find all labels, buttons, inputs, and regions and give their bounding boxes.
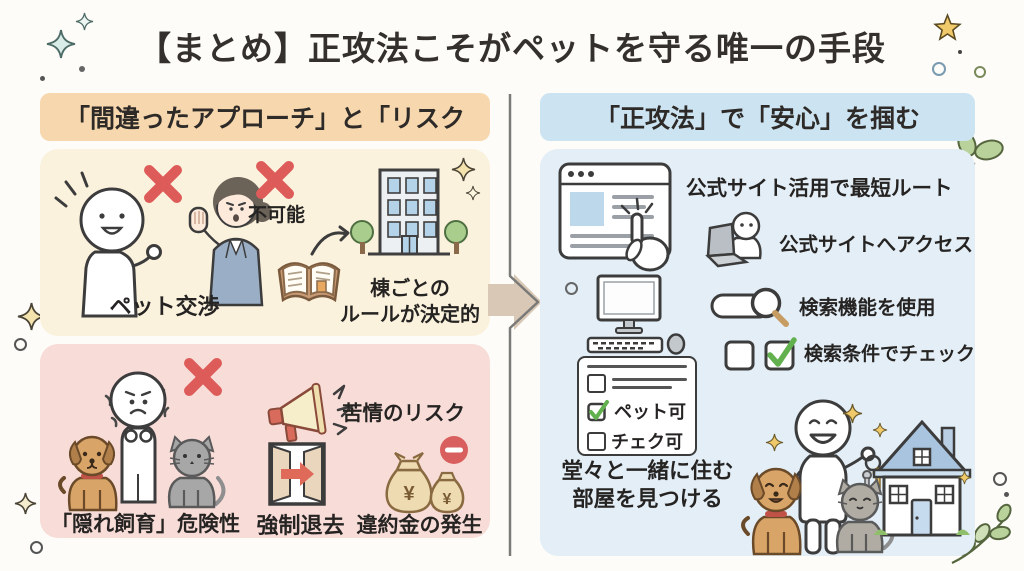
dot-decoration xyxy=(40,76,45,81)
sparkle-icon xyxy=(872,422,888,438)
checkbox-pair-icon xyxy=(724,337,797,371)
eviction-label: 強制退去 xyxy=(256,513,345,538)
conclusion-line1: 堂々と一緒に住む xyxy=(561,459,734,483)
checklist-row xyxy=(587,374,687,393)
page-title: 【まとめ】正攻法こそがペットを守る唯一の手段 xyxy=(138,30,886,67)
circle-decoration xyxy=(974,66,986,78)
agent-woman-icon xyxy=(188,177,272,307)
browser-window-icon xyxy=(558,162,672,272)
eviction-door-icon xyxy=(268,442,326,506)
circle-decoration xyxy=(565,282,578,295)
building-rules-line2: ルールが決定的 xyxy=(340,304,480,326)
step-conditions-label: 検索条件でチェック xyxy=(804,344,976,365)
yen-symbol: ¥ xyxy=(443,491,452,508)
checklist-lines xyxy=(612,378,687,389)
desktop-computer-icon xyxy=(586,274,686,355)
checkbox-empty-icon xyxy=(587,431,606,451)
step-access-label: 公式サイトへアクセス xyxy=(779,234,974,256)
sparkle-icon xyxy=(451,157,476,182)
cross-icon xyxy=(256,161,294,199)
hidden-keeping-label: 「隠れ飼育」危険性 xyxy=(51,513,240,536)
worried-person-icon xyxy=(104,371,170,504)
checklist-row: チェク可 xyxy=(587,428,687,454)
curved-arrow-icon xyxy=(310,225,350,256)
yen-symbol: ¥ xyxy=(403,483,415,505)
circle-decoration xyxy=(932,62,946,76)
sparkle-icon xyxy=(75,12,94,31)
building-rules-line1: 棟ごとの xyxy=(370,278,450,300)
talking-person-icon xyxy=(54,171,162,318)
sparkle-icon xyxy=(957,470,972,485)
happy-person-keys-icon xyxy=(794,399,884,555)
cat-icon xyxy=(167,435,226,509)
complaint-risk-label: 苦情のリスク xyxy=(342,402,465,425)
laptop-person-icon xyxy=(705,211,762,268)
step-search-label: 検索機能を使用 xyxy=(799,297,936,319)
sparkle-icon xyxy=(765,433,784,452)
left-panel-header: 「間違ったアプローチ」と「リスク xyxy=(40,93,490,141)
sparkle-icon xyxy=(465,185,481,201)
sparkle-icon xyxy=(14,492,37,515)
step-official-route-label: 公式サイト活用で最短ルート xyxy=(686,177,953,200)
cross-icon xyxy=(184,358,222,396)
checklist-row: ペット可 xyxy=(587,398,687,424)
star-icon xyxy=(933,12,962,41)
checklist-line xyxy=(587,365,687,368)
sparkle-icon xyxy=(842,403,863,424)
megaphone-icon xyxy=(267,382,354,443)
pet-negotiation-label: ペット交渉 xyxy=(109,294,220,319)
cross-icon xyxy=(144,165,182,203)
checklist-pet-ok-label: ペット可 xyxy=(614,402,686,422)
checklist-check-ok-label: チェク可 xyxy=(611,432,683,452)
building-rules-label: 棟ごとの ルールが決定的 xyxy=(330,276,490,328)
sparkle-icon xyxy=(46,29,76,59)
impossible-label: 不可能 xyxy=(248,205,306,226)
dot-decoration xyxy=(1004,492,1009,497)
dot-decoration xyxy=(958,50,962,54)
checklist-paper: ペット可 チェク可 xyxy=(577,356,697,456)
circle-decoration xyxy=(993,472,1007,486)
dog-icon xyxy=(741,467,802,556)
dog-icon xyxy=(58,435,118,512)
dot-decoration xyxy=(79,66,85,72)
building-icon xyxy=(350,168,468,256)
circle-decoration xyxy=(30,541,43,554)
house-icon xyxy=(872,419,972,537)
rulebook-icon xyxy=(277,262,341,303)
penalty-money-icon: ¥ ¥ xyxy=(385,436,468,514)
sparkle-icon xyxy=(17,302,46,331)
penalty-label: 違約金の発生 xyxy=(356,514,483,537)
divider-arrow xyxy=(488,94,542,556)
checkbox-empty-icon xyxy=(587,374,606,393)
right-panel-header: 「正攻法」で「安心」を掴む xyxy=(540,93,975,141)
search-bar-icon xyxy=(710,287,789,327)
checkbox-checked-icon xyxy=(587,400,609,422)
conclusion-label: 堂々と一緒に住む 部屋を見つける xyxy=(545,458,750,514)
conclusion-line2: 部屋を見つける xyxy=(572,486,723,511)
circle-decoration xyxy=(14,338,27,351)
